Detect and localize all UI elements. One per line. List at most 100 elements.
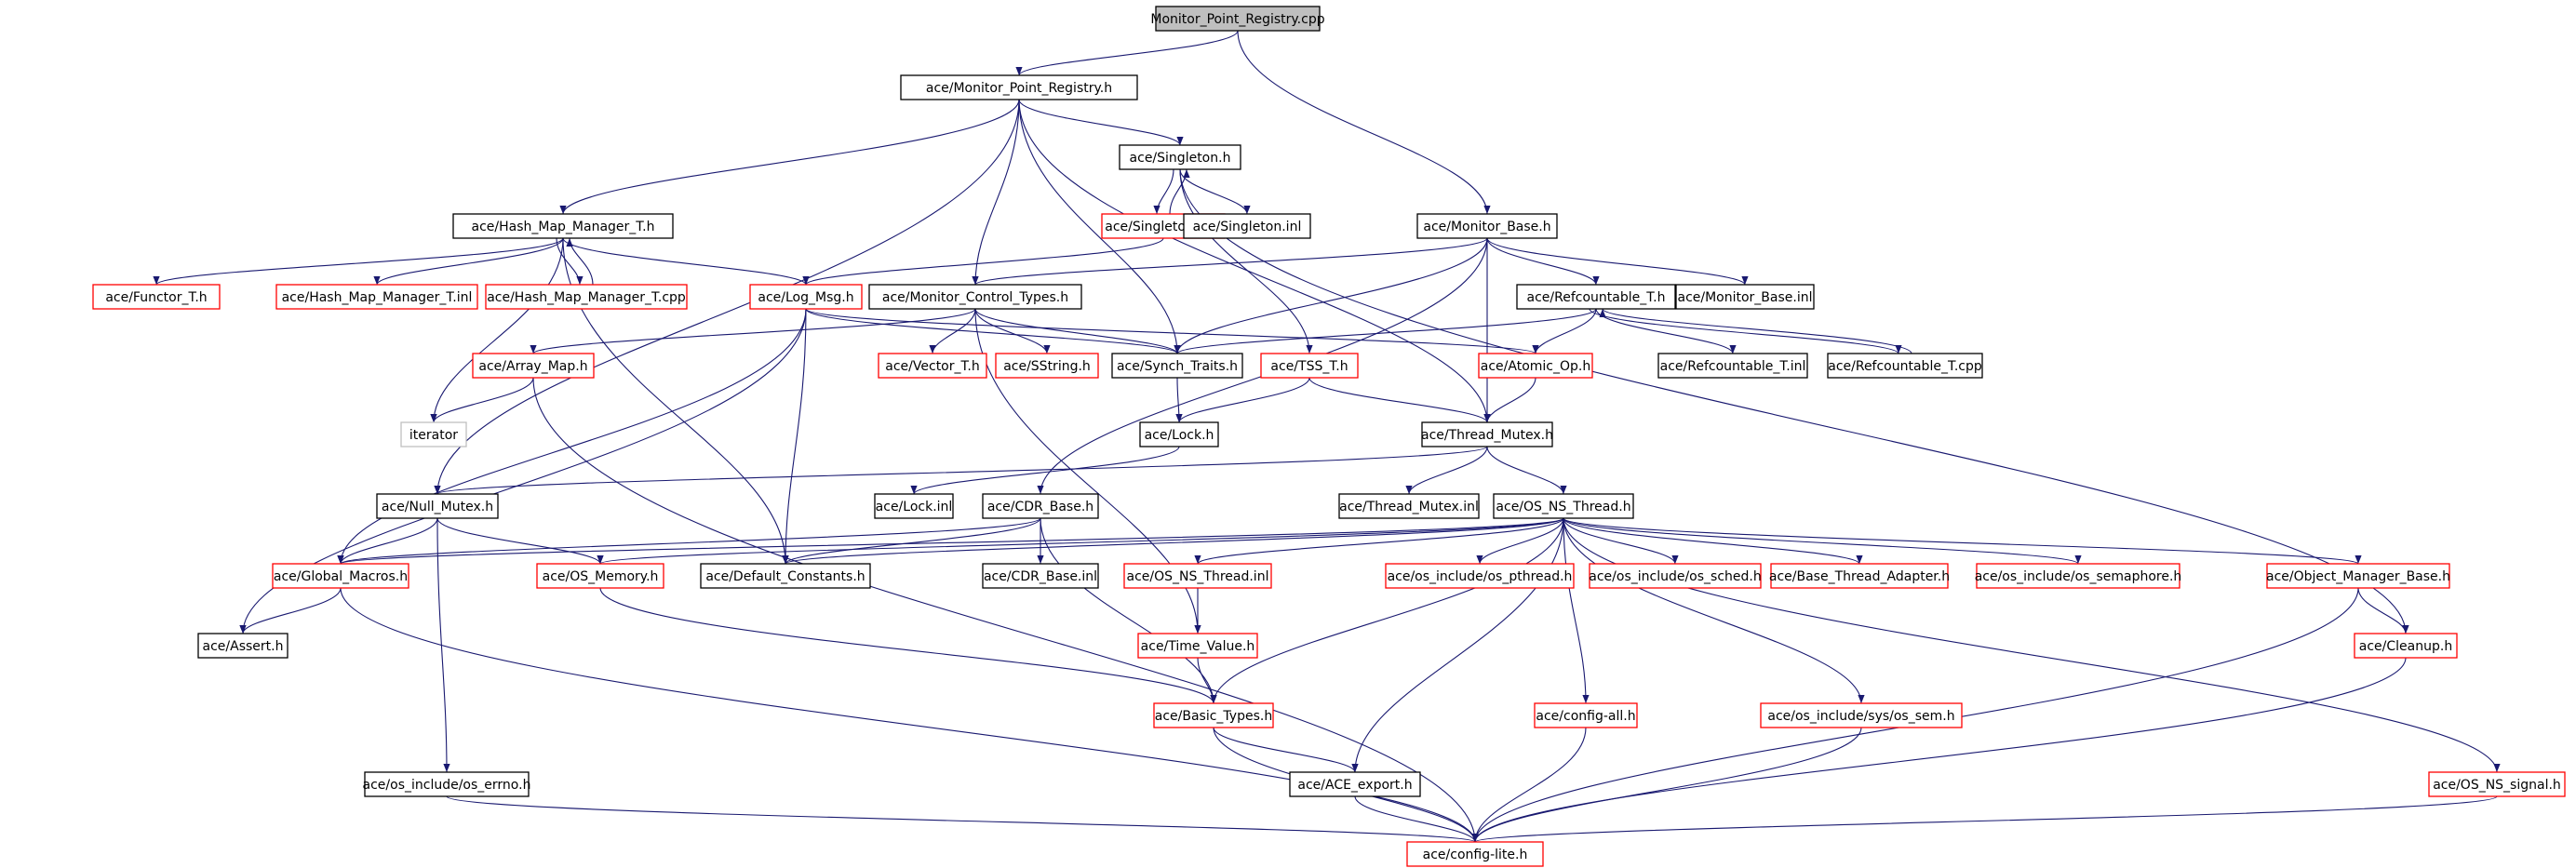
node-box [92,284,221,310]
node-box [700,563,871,589]
node-box [1289,771,1421,797]
edge-null-mutex-h-to-os-errno-h [436,517,450,773]
node-array-map-h[interactable]: ace/Array_Map.h [472,353,595,379]
node-refcount-h[interactable]: ace/Refcountable_T.h [1516,284,1676,310]
node-box [1406,841,1544,867]
node-box [275,284,478,310]
node-os-sched-h[interactable]: ace/os_include/os_sched.h [1589,563,1762,589]
node-os-memory-h[interactable]: ace/OS_Memory.h [536,563,664,589]
node-sstring-h[interactable]: ace/SString.h [995,353,1099,379]
node-os-semaphore-h[interactable]: ace/os_include/os_semaphore.h [1975,563,2182,589]
node-box [1338,493,1480,519]
node-label: ace/os_include/os_semaphore.h [1975,569,2182,584]
node-mct-h[interactable]: ace/Monitor_Control_Types.h [868,284,1082,310]
node-time-value-h[interactable]: ace/Time_Value.h [1137,633,1258,659]
node-box [874,493,954,519]
node-box [400,421,467,447]
node-box [1675,284,1815,310]
edge-thread-mutex-h-to-null-mutex-h [434,446,1488,495]
node-base-thread-adapter-h[interactable]: ace/Base_Thread_Adapter.h [1769,563,1950,589]
node-hmm-inl[interactable]: ace/Hash_Map_Manager_T.inl [275,284,478,310]
node-os-errno-h[interactable]: ace/os_include/os_errno.h [363,771,531,797]
node-thread-mutex-inl[interactable]: ace/Thread_Mutex.inl [1338,493,1480,519]
node-singleton-h[interactable]: ace/Singleton.h [1119,144,1241,170]
node-label: ace/Monitor_Point_Registry.h [926,81,1112,96]
edge-os-ns-thread-h-to-global-macros-h [338,517,1564,565]
edge-os-ns-thread-h-to-default-constants-h [782,517,1564,565]
node-monitor-base-h[interactable]: ace/Monitor_Base.h [1416,213,1558,239]
node-ace-export-h[interactable]: ace/ACE_export.h [1289,771,1421,797]
node-os-sem-h[interactable]: ace/os_include/sys/os_sem.h [1760,702,1963,728]
edge-null-mutex-h-to-os-memory-h [436,517,604,565]
node-os-ns-thread-inl[interactable]: ace/OS_NS_Thread.inl [1123,563,1272,589]
node-functor-h[interactable]: ace/Functor_T.h [92,284,221,310]
edge-refcount-h-to-refcount-cpp [1589,308,1902,354]
node-refcount-inl[interactable]: ace/Refcountable_T.inl [1657,353,1808,379]
edge-os-ns-thread-h-to-config-all-h [1563,517,1590,704]
edge-hmm-h-to-hmm-inl [373,237,564,286]
edge-config-all-h-to-config-lite-h [1471,727,1587,843]
node-box [1657,353,1808,379]
node-box [376,493,499,519]
node-cdr-base-h[interactable]: ace/CDR_Base.h [982,493,1099,519]
node-box [1827,353,1983,379]
node-cdr-base-inl[interactable]: ace/CDR_Base.inl [982,563,1099,589]
edge-os-ns-signal-h-to-config-lite-h [1471,795,2498,843]
node-label: Monitor_Point_Registry.cpp [1150,12,1324,27]
node-object-manager-base-h[interactable]: ace/Object_Manager_Base.h [2266,563,2450,589]
node-lock-h[interactable]: ace/Lock.h [1139,421,1219,447]
node-config-all-h[interactable]: ace/config-all.h [1534,702,1638,728]
node-mpr-h[interactable]: ace/Monitor_Point_Registry.h [900,74,1138,100]
node-hmm-h[interactable]: ace/Hash_Map_Manager_T.h [452,213,674,239]
node-basic-types-h[interactable]: ace/Basic_Types.h [1153,702,1274,728]
node-label: ace/Default_Constants.h [705,569,865,584]
edge-os-memory-h-to-basic-types-h [599,587,1217,704]
node-synch-traits-h[interactable]: ace/Synch_Traits.h [1111,353,1243,379]
node-config-lite-h[interactable]: ace/config-lite.h [1406,841,1544,867]
node-label: ace/Hash_Map_Manager_T.inl [282,290,473,305]
node-singleton-inl[interactable]: ace/Singleton.inl [1183,213,1311,239]
node-lock-inl[interactable]: ace/Lock.inl [874,493,954,519]
edge-os-sem-h-to-config-lite-h [1471,727,1862,843]
node-vector-h[interactable]: ace/Vector_T.h [878,353,987,379]
node-label: ace/Array_Map.h [478,359,587,374]
node-cleanup-h[interactable]: ace/Cleanup.h [2354,633,2458,659]
node-refcount-cpp[interactable]: ace/Refcountable_T.cpp [1827,353,1983,379]
edge-singleton-h-to-tss-h [1179,168,1313,354]
node-label: ace/OS_Memory.h [543,569,659,584]
node-box [1478,353,1593,379]
node-monitor-base-inl[interactable]: ace/Monitor_Base.inl [1675,284,1815,310]
edge-os-ns-thread-h-to-os-pthread-h [1476,517,1564,565]
node-root[interactable]: Monitor_Point_Registry.cpp [1150,6,1325,32]
edge-hmm-h-to-functor-h [153,237,564,286]
node-label: ace/Thread_Mutex.h [1421,428,1553,443]
node-label: ace/Basic_Types.h [1155,709,1272,724]
node-default-constants-h[interactable]: ace/Default_Constants.h [700,563,871,589]
node-log-msg-h[interactable]: ace/Log_Msg.h [749,284,863,310]
node-box [1421,421,1553,447]
edge-singleton-h-to-singleton-inl [1179,168,1251,215]
node-thread-mutex-h[interactable]: ace/Thread_Mutex.h [1421,421,1553,447]
edge-log-msg-h-to-atomic-op-h [805,308,1539,354]
node-label: ace/Refcountable_T.h [1527,290,1666,305]
node-hmm-cpp[interactable]: ace/Hash_Map_Manager_T.cpp [485,284,688,310]
node-label: ace/os_include/os_errno.h [363,778,531,793]
node-box [1760,702,1963,728]
node-label: ace/CDR_Base.h [987,500,1093,514]
node-os-ns-signal-h[interactable]: ace/OS_NS_signal.h [2428,771,2566,797]
node-assert-h[interactable]: ace/Assert.h [197,633,288,659]
node-label: ace/Monitor_Control_Types.h [882,290,1068,305]
node-os-ns-thread-h[interactable]: ace/OS_NS_Thread.h [1493,493,1634,519]
node-label: ace/ACE_export.h [1297,778,1412,793]
node-box [1534,702,1638,728]
node-global-macros-h[interactable]: ace/Global_Macros.h [272,563,409,589]
node-os-pthread-h[interactable]: ace/os_include/os_pthread.h [1385,563,1575,589]
node-label: ace/Atomic_Op.h [1481,359,1590,374]
edge-global-macros-h-to-assert-h [239,587,342,634]
node-label: ace/TSS_T.h [1270,359,1348,374]
node-tss-h[interactable]: ace/TSS_T.h [1260,353,1359,379]
node-box [485,284,688,310]
edge-atomic-op-h-to-thread-mutex-h [1483,377,1536,423]
node-atomic-op-h[interactable]: ace/Atomic_Op.h [1478,353,1593,379]
node-null-mutex-h[interactable]: ace/Null_Mutex.h [376,493,499,519]
